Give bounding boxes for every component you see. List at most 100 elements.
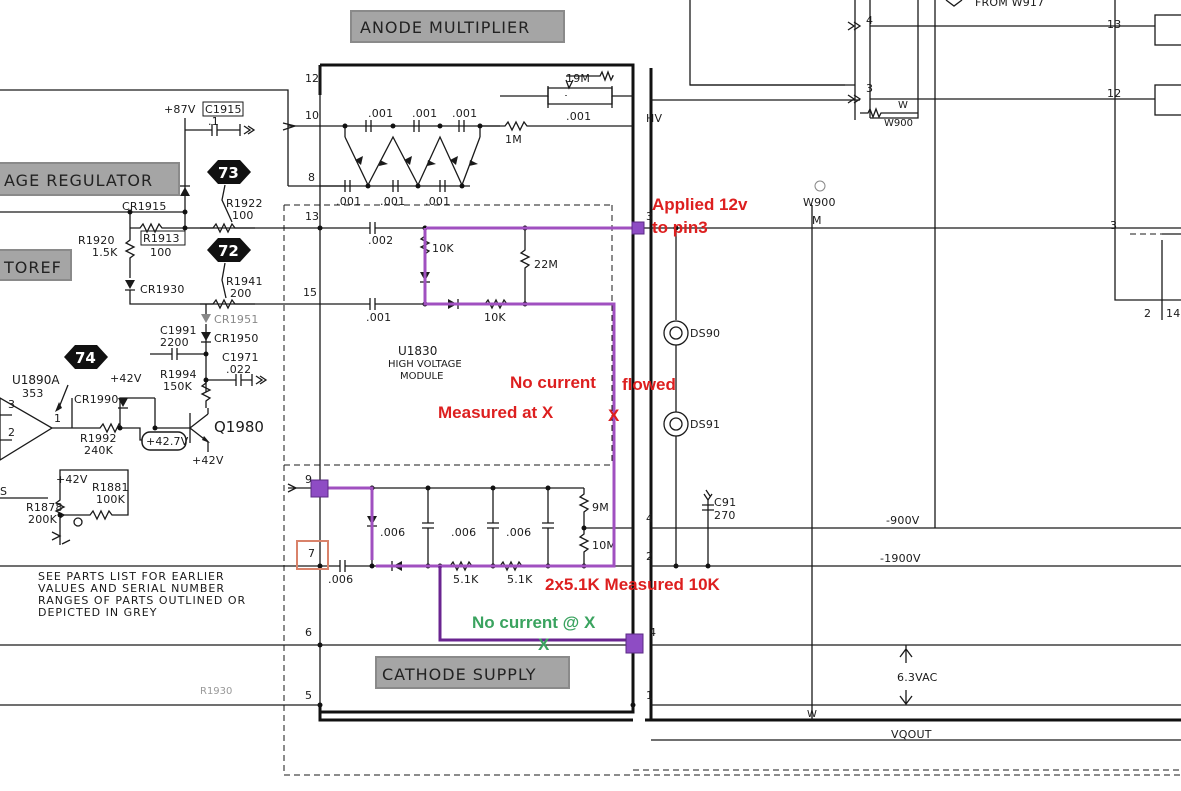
voltage-regulator-label: AGE REGULATOR: [4, 171, 153, 190]
cr1951-label: CR1951: [214, 313, 259, 326]
note-line-3: RANGES OF PARTS OUTLINED OR: [38, 594, 246, 607]
c1971-value: .022: [226, 363, 251, 376]
opamp-out-pin: 1: [54, 412, 61, 425]
conn-pin-3-label: 3: [866, 82, 873, 95]
pin-2-label: 2: [646, 550, 653, 563]
annotation-traces: [296, 221, 645, 654]
edge-pin-13-label: 13: [1107, 18, 1121, 31]
detector-header: TOREF: [0, 249, 72, 281]
cap-001b-label: .001: [412, 107, 437, 120]
parts-note: SEE PARTS LIST FOR EARLIER VALUES AND SE…: [38, 570, 246, 619]
opamp-inv-pin: 2: [8, 426, 15, 439]
r1994-label: R1994: [160, 368, 197, 381]
c91-label: C91: [714, 496, 736, 509]
r1930-grey-label: R1930: [200, 686, 232, 697]
r1878-label: R1878: [26, 501, 63, 514]
r1941-value: 200: [230, 287, 252, 300]
r19m-label: 19M: [566, 72, 590, 85]
w900-label: W900: [803, 196, 836, 209]
r1920-value: 1.5K: [92, 246, 118, 259]
hv-label: HV: [646, 112, 662, 125]
pin-8-label: 8: [308, 171, 315, 184]
v42b-label: +42V: [192, 454, 224, 467]
annotation-x-mark-red: X: [608, 406, 620, 425]
r1920-label: R1920: [78, 234, 115, 247]
r9m-label: 9M: [592, 501, 609, 514]
pin-5-label: 5: [305, 689, 312, 702]
r1913-value: 100: [150, 246, 172, 259]
cr1930-label: CR1930: [140, 283, 185, 296]
c1991-label: C1991: [160, 324, 197, 337]
tp73-label: 73: [218, 164, 239, 182]
cap-001f-label: .001: [380, 195, 405, 208]
pin-13-label: 13: [305, 210, 319, 223]
r1878-value: 200K: [28, 513, 58, 526]
q1980-label: Q1980: [214, 418, 264, 436]
u1830-desc-line2: MODULE: [400, 371, 443, 382]
u1890a-value: 353: [22, 387, 44, 400]
cap-001d-label: .001: [566, 110, 591, 123]
pin-7-label: 7: [308, 547, 315, 560]
note-line-4: DEPICTED IN GREY: [38, 606, 157, 619]
r1992-value: 240K: [84, 444, 114, 457]
edge-pin-3-label: 3: [1110, 219, 1117, 232]
edge-pin-14-label: 14: [1166, 307, 1180, 320]
r10m-label: 10M: [592, 539, 616, 552]
r1922-value: 100: [232, 209, 254, 222]
r1992-label: R1992: [80, 432, 117, 445]
test-point-72: 72: [207, 238, 251, 299]
note-line-1: SEE PARTS LIST FOR EARLIER: [38, 570, 225, 583]
tp72-label: 72: [218, 242, 239, 260]
cap-001a-label: .001: [368, 107, 393, 120]
annotation-measured-10k: 2x5.1K Measured 10K: [545, 575, 721, 594]
pin-15-label: 15: [303, 286, 317, 299]
cr1990-label: CR1990: [74, 393, 119, 406]
edge-fragment-label: S: [0, 485, 7, 498]
pin-4b-label: 4: [649, 626, 656, 639]
pin4-marker: [625, 633, 644, 654]
c91-value: 270: [714, 509, 736, 522]
r51k-a-label: 5.1K: [453, 573, 479, 586]
pin-12-label: 12: [305, 72, 319, 85]
pin-4-label: 4: [646, 512, 653, 525]
cap-001e-label: .001: [336, 195, 361, 208]
r1994-value: 150K: [163, 380, 193, 393]
vac63-label: 6.3VAC: [897, 671, 938, 684]
r1881-label: R1881: [92, 481, 129, 494]
pin3-marker: [631, 221, 645, 235]
u1830-desc-line1: HIGH VOLTAGE: [388, 359, 462, 370]
cap-006d-label: .006: [328, 573, 353, 586]
c1991-value: 2200: [160, 336, 189, 349]
pin-1-label: 1: [646, 689, 653, 702]
v87-label: +87V: [164, 103, 196, 116]
w-bottom-label: W: [807, 709, 817, 720]
v1900-label: -1900V: [880, 552, 921, 565]
voltage-regulator-header: AGE REGULATOR: [0, 162, 180, 196]
cr1915-label: CR1915: [122, 200, 167, 213]
note-line-2: VALUES AND SERIAL NUMBER: [38, 582, 225, 595]
r1922-label: R1922: [226, 197, 263, 210]
anode-multiplier-header: ANODE MULTIPLIER: [350, 10, 565, 43]
pin-9-label: 9: [305, 473, 312, 486]
vqout-label: VQOUT: [891, 728, 932, 741]
r10k-b-label: 10K: [484, 311, 506, 324]
annotation-flowed: flowed: [622, 375, 676, 394]
test-point-73: 73: [207, 160, 251, 223]
annotation-no-current-at-x: No current @ X: [472, 613, 596, 632]
c1915-label: C1915: [205, 103, 242, 116]
annotation-applied-line2: to pin3: [652, 218, 708, 237]
annotation-x-mark-green: X: [538, 635, 550, 654]
text-annotations: Applied 12v to pin3 No current flowed Me…: [438, 195, 748, 654]
left-pin-numbers: 12 10 8 13 15 9 7 6 5: [303, 72, 319, 702]
pin-6-label: 6: [305, 626, 312, 639]
edge-pin-12-label: 12: [1107, 87, 1121, 100]
cathode-supply-header: CATHODE SUPPLY: [375, 656, 570, 689]
r1913-label: R1913: [143, 232, 180, 245]
c1971-label: C1971: [222, 351, 259, 364]
annotation-no-current: No current: [510, 373, 596, 392]
c1915-value: .1: [208, 115, 219, 128]
anode-multiplier-label: ANODE MULTIPLIER: [360, 18, 530, 37]
r1941-label: R1941: [226, 275, 263, 288]
v42a-label: +42V: [110, 372, 142, 385]
